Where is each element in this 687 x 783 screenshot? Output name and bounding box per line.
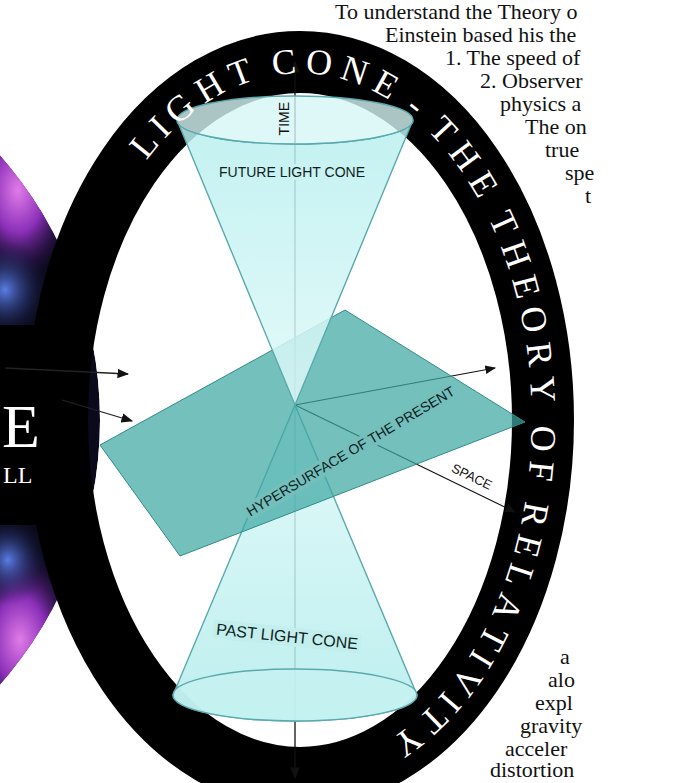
axis-label: TIME: [277, 101, 292, 134]
ring-letter: I: [433, 686, 468, 719]
cone-rim: [177, 96, 413, 144]
body-text: t: [585, 184, 591, 208]
cone-label: FUTURE LIGHT CONE: [216, 164, 368, 181]
ring-letter: R: [515, 499, 555, 529]
ring-letter: [412, 98, 443, 131]
ring-letter: T: [483, 205, 525, 240]
ring-letter: N: [337, 49, 373, 91]
poster-letter: E: [2, 392, 40, 460]
ring-letter: [252, 47, 269, 84]
ring-letter: H: [443, 135, 487, 177]
ring-letter: T: [413, 699, 454, 740]
ring-letter: [476, 191, 512, 215]
cone-rim: [173, 669, 417, 721]
body-text: spe: [565, 161, 594, 185]
ring-letter: T: [223, 52, 256, 93]
ring-letter: H: [495, 236, 538, 273]
body-text: Einstein based his the: [385, 23, 576, 47]
body-text: gravity: [520, 714, 582, 738]
title-ring: [57, 62, 543, 778]
ring-letter: F: [522, 459, 560, 482]
body-text: physics a: [500, 92, 581, 116]
ring-letter: T: [472, 620, 514, 656]
ring-letter: [526, 409, 562, 418]
ring-letter: I: [143, 110, 177, 144]
ring-letter: E: [506, 271, 546, 302]
ring-letter: L: [123, 125, 165, 165]
ring-letter: L: [499, 560, 540, 592]
ring-letter: E: [508, 531, 548, 561]
body-text: distortion: [490, 758, 574, 782]
ring-letter: Y: [387, 719, 429, 763]
body-text: 2. Observer: [480, 69, 583, 93]
pointer-arrow: [62, 400, 132, 421]
body-text: expl: [535, 691, 573, 715]
ring-letter: T: [423, 109, 464, 150]
ring-letter: C: [270, 43, 297, 81]
ring-letter: O: [304, 43, 334, 82]
ring-letter: O: [525, 425, 562, 452]
ring-letter: R: [520, 340, 559, 368]
body-text: The on: [525, 115, 587, 139]
body-text: true: [545, 138, 579, 162]
future-light-cone: FUTURE LIGHT CONE: [175, 92, 417, 408]
future-light-cone-shape: [175, 92, 417, 408]
ring-letter: [520, 484, 557, 498]
ring-letter: E: [368, 63, 405, 105]
body-text: 1. The speed of: [445, 46, 580, 70]
body-text: To understand the Theory o: [335, 0, 577, 24]
pointer-arrow: [5, 368, 128, 374]
ring-letter: I: [463, 645, 500, 674]
poster-letter: LL: [3, 462, 32, 488]
ring-letter: O: [514, 303, 554, 336]
ring-letter: A: [486, 589, 529, 627]
ring-letter: V: [445, 660, 489, 702]
body-text: a: [560, 645, 570, 669]
ring-letter: Y: [524, 375, 561, 403]
ring-letter: E: [462, 165, 504, 202]
body-text: alo: [548, 668, 575, 692]
cone-body: [173, 405, 417, 721]
